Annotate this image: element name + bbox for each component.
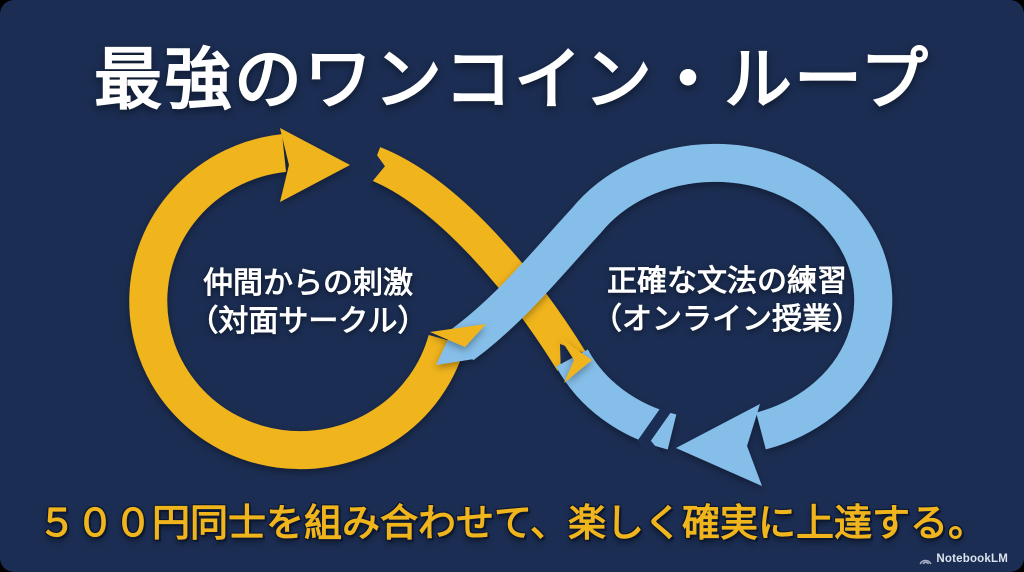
right-loop-label-line2: （オンライン授業） xyxy=(592,303,862,336)
yellow-overlap-tips xyxy=(430,324,592,383)
watermark: NotebookLM xyxy=(919,553,1008,565)
right-loop-ring xyxy=(450,143,893,450)
yellow-crossover-tail-chevron xyxy=(560,338,592,383)
right-loop-label: 正確な文法の練習 （オンライン授業） xyxy=(557,263,897,339)
right-loop-arrowhead-icon xyxy=(676,404,762,486)
blue-tail-tip xyxy=(436,329,474,365)
left-loop-label-line1: 仲間からの刺激 xyxy=(203,267,413,300)
watermark-label: NotebookLM xyxy=(936,553,1008,565)
right-loop-label-line1: 正確な文法の練習 xyxy=(607,265,847,298)
left-loop-label-line2: （対面サークル） xyxy=(188,305,428,338)
yellow-crossover-band xyxy=(367,147,587,371)
left-loop-arrow xyxy=(129,128,587,470)
yellow-arrowhead-notch xyxy=(345,126,385,204)
left-loop-arrowhead-icon xyxy=(280,128,350,202)
left-loop-ring xyxy=(129,134,466,470)
notebooklm-logo-icon xyxy=(919,559,932,564)
footer-message: ５００円同士を組み合わせて、楽しく確実に上達する。 xyxy=(37,503,987,545)
blue-arrowhead-notch xyxy=(637,400,679,482)
yellow-ring-tail-tip xyxy=(430,324,486,347)
left-loop-label: 仲間からの刺激 （対面サークル） xyxy=(138,265,478,341)
page-title: 最強のワンコイン・ループ xyxy=(94,42,930,118)
